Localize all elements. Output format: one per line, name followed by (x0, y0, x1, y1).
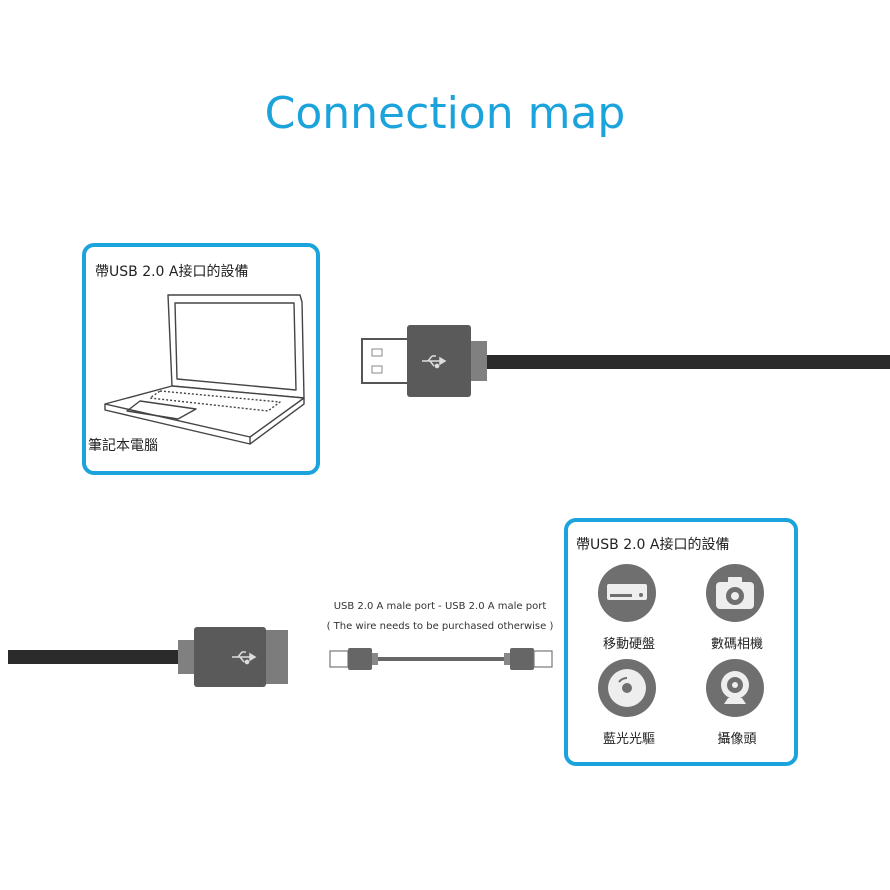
webcam-label: 攝像頭 (717, 732, 757, 747)
webcam-icon (706, 659, 764, 717)
panel-heading: 帶USB 2.0 A接口的設備 (95, 264, 249, 280)
hard-drive-label: 移動硬盤 (602, 637, 655, 652)
disc-drive-label: 藍光光驅 (602, 732, 655, 747)
laptop-caption: 筆記本電腦 (88, 438, 158, 454)
laptop-icon (104, 294, 305, 445)
panel-heading: 帶USB 2.0 A接口的設備 (576, 537, 730, 553)
page-title: Connection map (264, 88, 626, 139)
cable-note-line1: USB 2.0 A male port - USB 2.0 A male por… (333, 601, 547, 612)
usb-devices-panel: 帶USB 2.0 A接口的設備 移動硬盤 數碼相機 藍光光驅 攝像頭 (564, 518, 798, 766)
usb-a-male-plug-top (361, 325, 890, 397)
cable-note-line2: ( The wire needs to be purchased otherwi… (326, 621, 554, 632)
hard-drive-icon (598, 564, 656, 622)
camera-icon (706, 564, 764, 622)
usb-a-to-a-cable (329, 648, 553, 670)
disc-icon (598, 659, 656, 717)
usb-trident-icon (422, 355, 447, 369)
usb-trident-icon (232, 651, 257, 665)
camera-label: 數碼相機 (710, 637, 763, 652)
usb-a-female-connector (8, 627, 288, 687)
